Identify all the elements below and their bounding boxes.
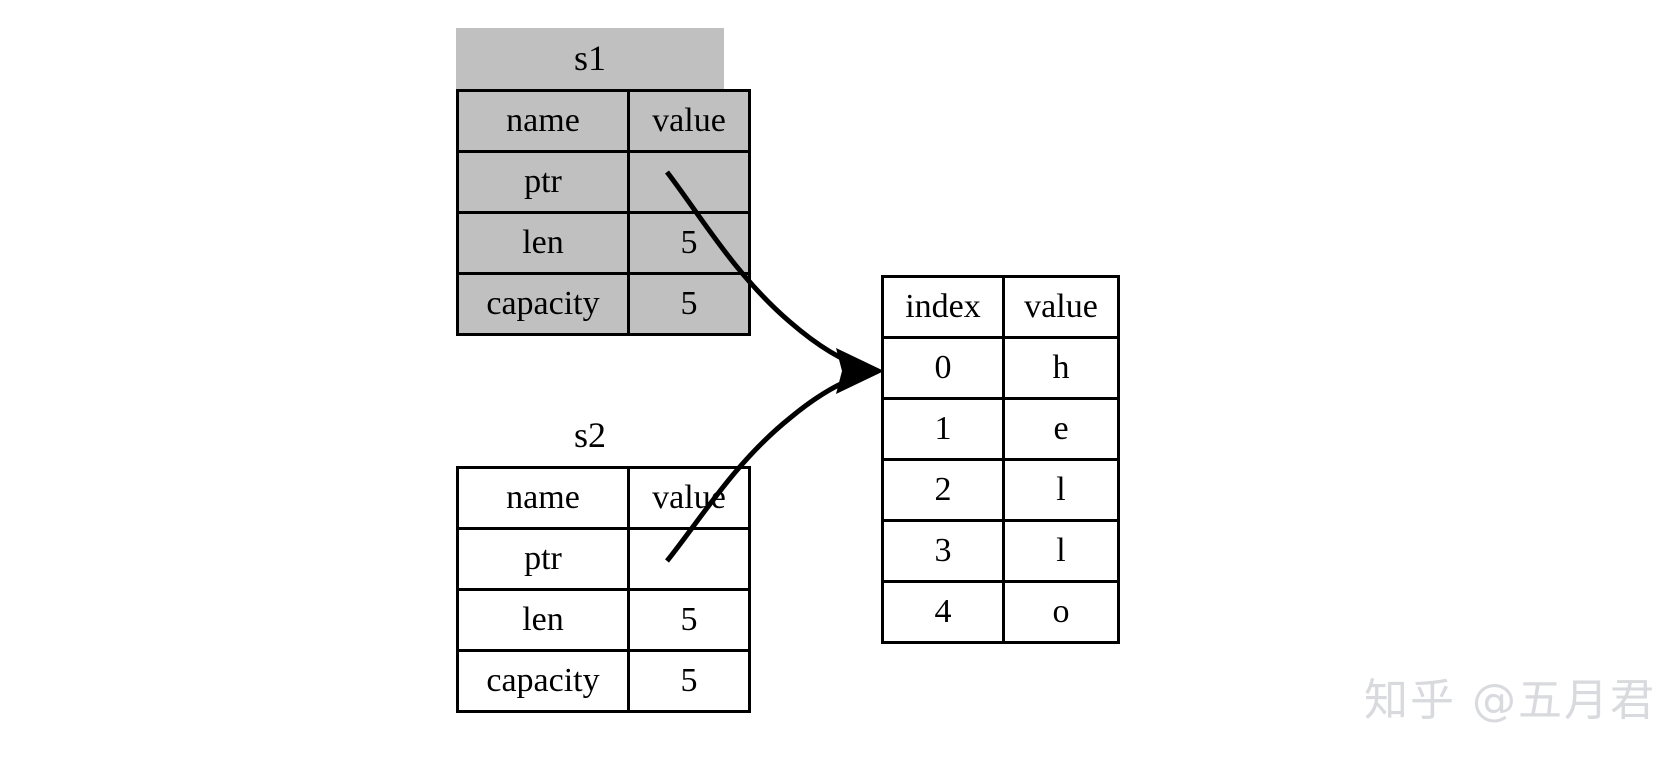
heap-row-3-index: 3 [881,519,1005,583]
heap-buffer-table: index value 0 h 1 e 2 l 3 l 4 o [881,275,1120,644]
arrow-head-icon [836,348,884,394]
s2-row-ptr-value [627,527,751,591]
s2-row-len-value: 5 [627,588,751,652]
table-row: len 5 [456,588,751,652]
table-row: name value [456,466,751,530]
heap-row-1-index: 1 [881,397,1005,461]
s2-row-len-name: len [456,588,630,652]
heap-row-4-index: 4 [881,580,1005,644]
s2-struct-table: name value ptr len 5 capacity 5 [456,466,751,713]
s2-header-name: name [456,466,630,530]
heap-row-4-value: o [1002,580,1120,644]
s2-caption: s2 [573,415,606,455]
heap-header-index: index [881,275,1005,339]
heap-header-value: value [1002,275,1120,339]
table-row: 1 e [881,397,1120,461]
heap-row-1-value: e [1002,397,1120,461]
heap-row-2-index: 2 [881,458,1005,522]
s1-caption: s1 [573,38,606,78]
s1-row-capacity-name: capacity [456,272,630,336]
s1-row-len-name: len [456,211,630,275]
watermark-text: 知乎 @五月君 [1364,675,1656,726]
s2-row-capacity-name: capacity [456,649,630,713]
s1-header-value: value [627,89,751,153]
table-row: ptr [456,150,751,214]
table-row: name value [456,89,751,153]
table-row: capacity 5 [456,272,751,336]
heap-row-2-value: l [1002,458,1120,522]
s1-row-ptr-value [627,150,751,214]
s2-header-value: value [627,466,751,530]
table-row: 4 o [881,580,1120,644]
s1-row-ptr-name: ptr [456,150,630,214]
table-row: ptr [456,527,751,591]
s2-row-capacity-value: 5 [627,649,751,713]
table-row: 3 l [881,519,1120,583]
s1-row-len-value: 5 [627,211,751,275]
heap-row-0-value: h [1002,336,1120,400]
table-row: index value [881,275,1120,339]
s1-header-name: name [456,89,630,153]
s1-struct-table: name value ptr len 5 capacity 5 [456,89,751,336]
heap-row-3-value: l [1002,519,1120,583]
s1-row-capacity-value: 5 [627,272,751,336]
table-row: capacity 5 [456,649,751,713]
table-row: 2 l [881,458,1120,522]
heap-row-0-index: 0 [881,336,1005,400]
table-row: len 5 [456,211,751,275]
table-row: 0 h [881,336,1120,400]
s2-row-ptr-name: ptr [456,527,630,591]
